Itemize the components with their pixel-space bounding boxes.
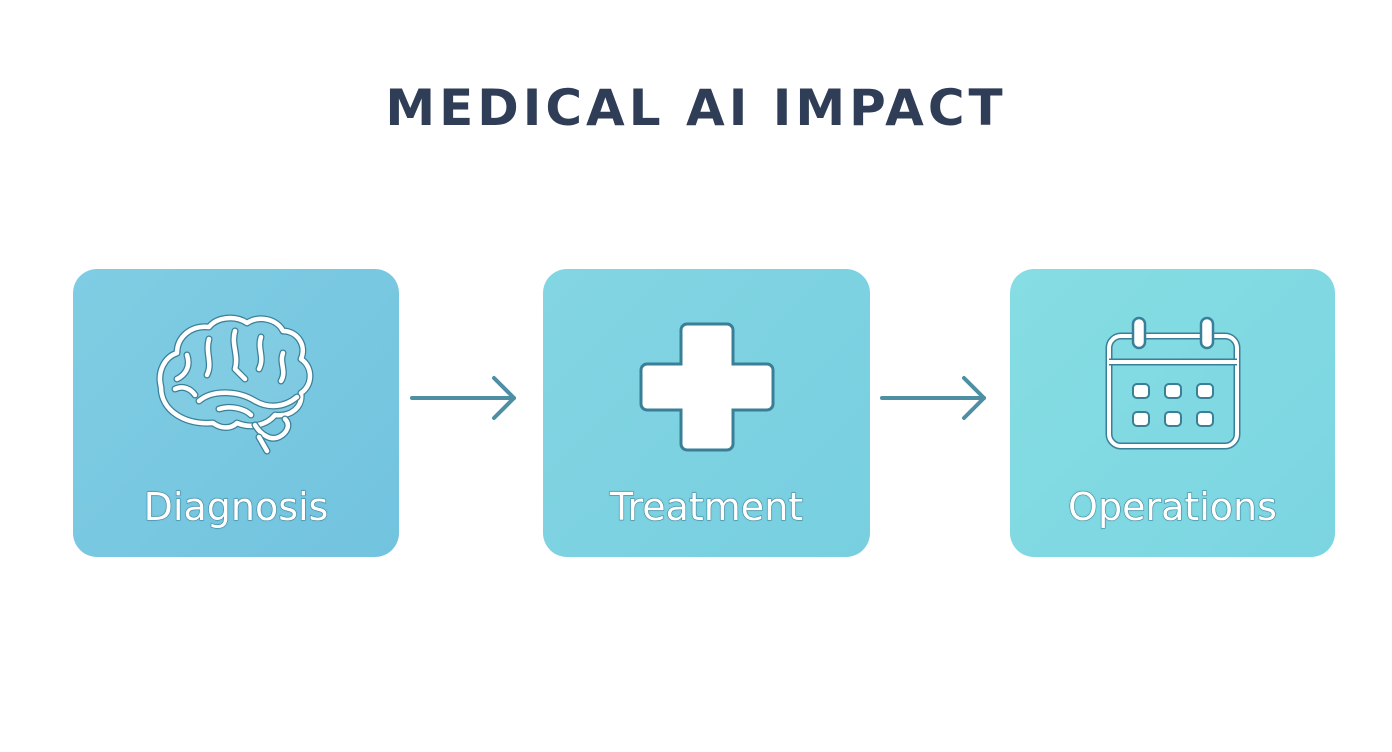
step-card-operations: Operations <box>1010 269 1335 557</box>
calendar-icon <box>1010 309 1335 459</box>
step-label: Operations <box>1068 485 1278 530</box>
step-label: Diagnosis <box>143 485 329 530</box>
diagram-title: MEDICAL AI IMPACT <box>385 79 1007 137</box>
step-label: Treatment <box>609 485 804 530</box>
step-card-diagnosis: Diagnosis <box>73 269 399 557</box>
arrow-right-icon <box>880 376 986 420</box>
step-card-treatment: Treatment <box>543 269 870 557</box>
arrow-right-icon <box>410 376 516 420</box>
medical-cross-icon <box>543 309 870 459</box>
brain-icon <box>73 309 399 459</box>
